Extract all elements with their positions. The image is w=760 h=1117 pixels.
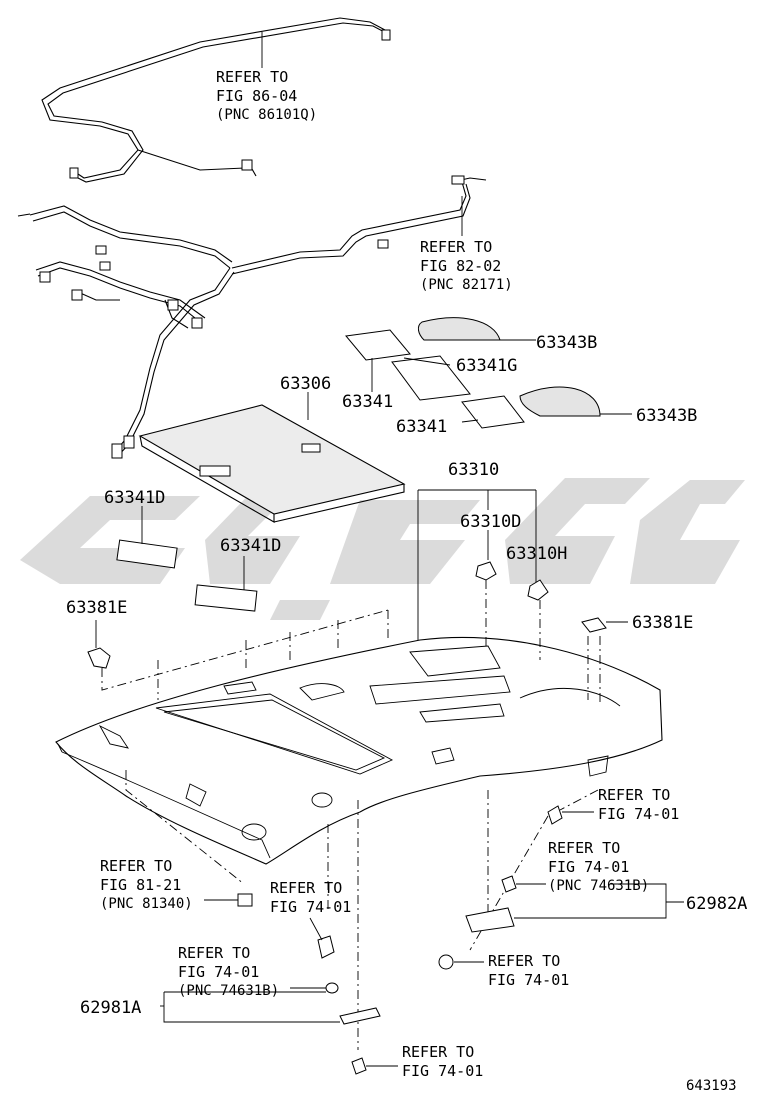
ref-r8-line3: (PNC 74631B) (178, 983, 279, 999)
ref-label-r9: REFER TO FIG 74-01 (402, 1043, 483, 1080)
bracket-62982A (514, 883, 667, 919)
clip-81340 (237, 893, 253, 907)
ref-r1-line2: FIG 86-04 (216, 87, 297, 105)
screw-top-right (547, 805, 563, 825)
ref-r6-line2: FIG 74-01 (270, 898, 351, 916)
part-63310: 63310 (448, 460, 499, 480)
screw-74631B-left (317, 935, 335, 959)
pad-63341D-a (116, 539, 178, 569)
leader-r6 (309, 917, 323, 941)
roof-headlining (55, 636, 663, 865)
ref-r2-line2: FIG 82-02 (420, 257, 501, 275)
ref-r4-line1: REFER TO (548, 839, 620, 857)
ref-r2-line3: (PNC 82171) (420, 277, 513, 293)
screw-74631B-right (501, 875, 517, 893)
alignment-lines (101, 580, 601, 1050)
figure-id: 643193 (686, 1078, 737, 1094)
cap-74631B-left (325, 982, 339, 994)
pad-63341G (391, 355, 471, 401)
part-63306: 63306 (280, 374, 331, 394)
ref-r3-line2: FIG 74-01 (598, 805, 679, 823)
part-63341D-a: 63341D (104, 488, 165, 508)
ref-r7-line1: REFER TO (488, 952, 560, 970)
ref-r8-line2: FIG 74-01 (178, 963, 259, 981)
ref-r4-line2: FIG 74-01 (548, 858, 629, 876)
part-63343B-bottom: 63343B (636, 406, 697, 426)
clip-63310H (527, 579, 549, 601)
assist-grip-62982A (465, 907, 515, 933)
part-62982A: 62982A (686, 894, 747, 914)
pad-63343B-bottom (519, 386, 601, 417)
clip-63381E-right (581, 617, 607, 633)
cap-bottom-right (438, 954, 454, 970)
ref-label-r3: REFER TO FIG 74-01 (598, 786, 679, 823)
screw-bottom (351, 1057, 367, 1075)
part-62981A: 62981A (80, 998, 141, 1018)
ref-r6-line1: REFER TO (270, 879, 342, 897)
ref-r4-line3: (PNC 74631B) (548, 878, 649, 894)
ref-r9-line2: FIG 74-01 (402, 1062, 483, 1080)
ref-label-r7: REFER TO FIG 74-01 (488, 952, 569, 989)
pad-63343B-top (417, 317, 501, 341)
ref-r3-line1: REFER TO (598, 786, 670, 804)
ref-label-r8: REFER TO FIG 74-01 (PNC 74631B) (178, 944, 279, 999)
part-63341D-b: 63341D (220, 536, 281, 556)
part-63341G: 63341G (456, 356, 517, 376)
part-63381E-right: 63381E (632, 613, 693, 633)
leader-63341G (403, 357, 451, 366)
part-63310H: 63310H (506, 544, 567, 564)
part-63343B-top: 63343B (536, 333, 597, 353)
ref-r1-line1: REFER TO (216, 68, 288, 86)
assist-grip-62981A (339, 1007, 381, 1025)
ref-label-r6: REFER TO FIG 74-01 (270, 879, 351, 916)
part-63341-a: 63341 (342, 392, 393, 412)
ref-r8-line1: REFER TO (178, 944, 250, 962)
roof-wire-harness (17, 17, 487, 459)
clip-63310D (475, 561, 497, 581)
ref-r5-line3: (PNC 81340) (100, 896, 193, 912)
ref-r2-line1: REFER TO (420, 238, 492, 256)
ref-label-r5: REFER TO FIG 81-21 (PNC 81340) (100, 857, 193, 912)
bracket-63310 (417, 489, 537, 640)
ref-r7-line2: FIG 74-01 (488, 971, 569, 989)
part-63341-b: 63341 (396, 417, 447, 437)
ref-label-r1: REFER TO FIG 86-04 (PNC 86101Q) (216, 68, 317, 123)
clip-63381E-left (87, 647, 111, 669)
ref-label-r2: REFER TO FIG 82-02 (PNC 82171) (420, 238, 513, 293)
pad-63341-b (461, 395, 525, 429)
part-63381E-left: 63381E (66, 598, 127, 618)
part-63310D: 63310D (460, 512, 521, 532)
pad-63341-a (345, 329, 411, 361)
sunshade-63306 (138, 404, 406, 523)
ref-label-r4: REFER TO FIG 74-01 (PNC 74631B) (548, 839, 649, 894)
ref-r5-line2: FIG 81-21 (100, 876, 181, 894)
bracket-62981A (163, 992, 340, 1023)
ref-r9-line1: REFER TO (402, 1043, 474, 1061)
ref-r5-line1: REFER TO (100, 857, 172, 875)
ref-r1-line3: (PNC 86101Q) (216, 107, 317, 123)
pad-63341D-b (194, 584, 258, 612)
leader-63341-b (461, 419, 479, 423)
